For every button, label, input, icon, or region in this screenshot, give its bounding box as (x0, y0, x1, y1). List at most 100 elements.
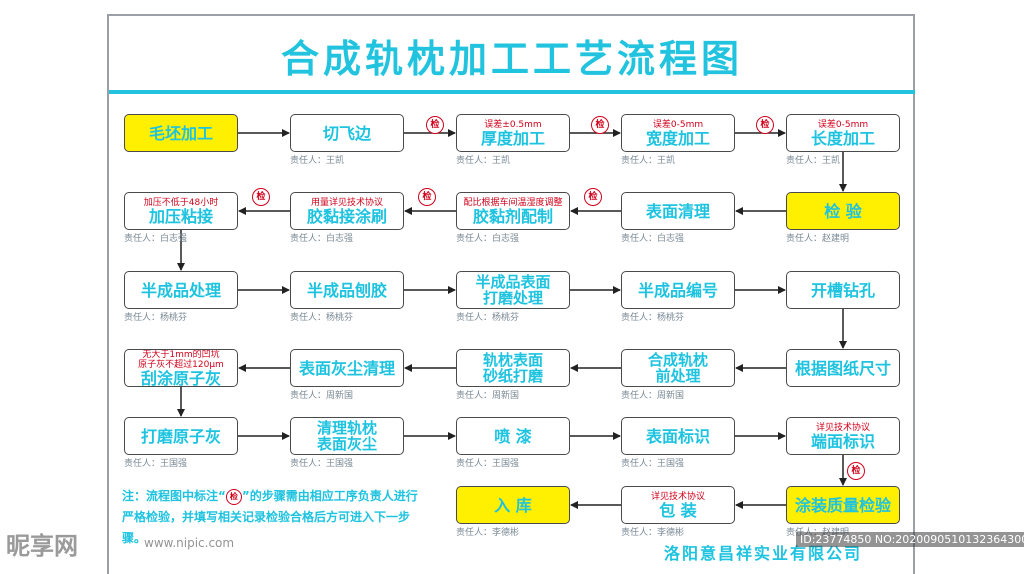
step-press-bonding: 加压不低于48小时加压粘接 (124, 192, 238, 230)
step-inspection: 检 验 (786, 192, 900, 230)
inspection-check-icon: 检 (591, 116, 609, 134)
step-packaging: 详见技术协议包 装 (621, 486, 735, 524)
step-note: 用量详见技术协议 (310, 197, 383, 208)
step-label: 砂纸打磨 (482, 367, 543, 385)
step-label: 半成品处理 (140, 280, 221, 300)
responsible-person: 责任人：白志强 (621, 234, 685, 244)
step-coating-quality-inspection: 涂装质量检验 (786, 486, 900, 524)
responsible-person: 责任人：白志强 (290, 234, 354, 244)
step-label: 轨枕表面 (482, 351, 543, 369)
watermark-logo: 昵享网 (6, 532, 78, 560)
step-label: 入 库 (494, 495, 532, 515)
step-sleeper-surface-sanding: 轨枕表面砂纸打磨 (456, 349, 570, 387)
step-label: 检 验 (824, 201, 862, 221)
inspection-check-icon: 检 (418, 188, 436, 206)
step-label: 胶黏剂配制 (472, 206, 553, 226)
step-surface-marking: 表面标识 (621, 417, 735, 455)
step-label: 包 装 (659, 500, 697, 520)
responsible-person: 责任人：王国强 (124, 459, 188, 469)
inspection-check-icon: 检 (252, 188, 270, 206)
step-note: 误差±0.5mm (484, 119, 542, 130)
responsible-person: 责任人：周新国 (290, 391, 354, 401)
flow-arrows (177, 129, 847, 509)
watermark-url: www.nipic.com (144, 536, 235, 550)
footnote-check-icon: 检 (225, 488, 242, 505)
step-label: 喷 漆 (494, 426, 532, 446)
step-label: 加压粘接 (148, 206, 213, 226)
step-label: 半成品刨胶 (306, 280, 387, 300)
step-spray-painting: 喷 漆 (456, 417, 570, 455)
responsible-person: 责任人：周新国 (621, 391, 685, 401)
responsible-person: 责任人：白志强 (456, 234, 520, 244)
step-label: 表面灰尘 (316, 435, 377, 453)
step-rough-blank-processing: 毛坯加工 (124, 114, 238, 152)
step-label: 涂装质量检验 (794, 495, 891, 515)
inspection-check-icon: 检 (584, 188, 602, 206)
responsible-person: 责任人：李德彬 (621, 528, 685, 538)
step-surface-dust-cleaning: 表面灰尘清理 (290, 349, 404, 387)
step-label: 开槽钻孔 (810, 280, 875, 300)
responsible-person: 责任人：王凯 (290, 156, 345, 166)
step-label: 打磨原子灰 (140, 426, 221, 446)
responsible-person: 责任人：李德彬 (456, 528, 520, 538)
step-note: 无大于1mm的凹坑 (142, 349, 220, 360)
step-note: 详见技术协议 (650, 491, 705, 502)
responsible-person: 责任人：王国强 (621, 459, 685, 469)
responsible-person: 责任人：杨桃芬 (456, 313, 520, 323)
step-adhesive-preparation: 配比根据车间温湿度调整胶黏剂配制 (456, 192, 570, 230)
step-trim-flash: 切飞边 (290, 114, 404, 152)
step-label: 刮涂原子灰 (140, 368, 221, 387)
step-slotting-drilling: 开槽钻孔 (786, 271, 900, 309)
responsible-person: 责任人：周新国 (456, 391, 520, 401)
step-drawing-dimensions: 根据图纸尺寸 (786, 349, 900, 387)
step-note: 配比根据车间温湿度调整 (463, 197, 563, 208)
step-label: 前处理 (655, 367, 701, 385)
responsible-person: 责任人：杨桃芬 (290, 313, 354, 323)
responsible-person: 责任人：赵建明 (786, 234, 850, 244)
step-label: 半成品表面 (475, 273, 551, 291)
title-underline (109, 90, 915, 94)
step-label: 胶黏接涂刷 (306, 206, 387, 226)
step-sleeper-surface-dust-clearing: 清理轨枕表面灰尘 (290, 417, 404, 455)
step-note: 原子灰不超过120μm (138, 359, 224, 370)
step-note: 加压不低于48小时 (143, 197, 219, 208)
step-putty-sanding: 打磨原子灰 (124, 417, 238, 455)
watermark-id: ID:23774850 NO:20200905101323643000 (796, 532, 1024, 547)
step-end-face-marking: 详见技术协议端面标识 (786, 417, 900, 455)
step-sleeper-pretreatment: 合成轨枕前处理 (621, 349, 735, 387)
diagram-title: 合成轨枕加工工艺流程图 (280, 37, 743, 81)
step-label: 毛坯加工 (148, 123, 213, 143)
responsible-person: 责任人：王国强 (290, 459, 354, 469)
responsible-person: 责任人：杨桃芬 (124, 313, 188, 323)
footnote: 注：流程图中标注“检”的步骤需由相应工序负责人进行严格检验，并填写相关记录检验合… (122, 486, 422, 549)
inspection-check-icon: 检 (847, 462, 865, 480)
footnote-suffix: ”的步骤需由相应工序负责人进行严格检验，并填写相关记录检验合格后方可进入下一步骤… (122, 489, 418, 545)
step-note: 误差0-5mm (817, 119, 869, 130)
step-label: 宽度加工 (645, 128, 710, 148)
step-note: 误差0-5mm (652, 119, 704, 130)
responsible-person: 责任人：王国强 (456, 459, 520, 469)
step-label: 清理轨枕 (316, 419, 377, 437)
footnote-prefix: 注：流程图中标注“ (122, 489, 226, 503)
company-name: 洛阳意昌祥实业有限公司 (664, 544, 863, 563)
inspection-check-icon: 检 (756, 116, 774, 134)
step-semi-product-numbering: 半成品编号 (621, 271, 735, 309)
step-label: 厚度加工 (480, 128, 545, 148)
responsible-person: 责任人：王凯 (621, 156, 676, 166)
step-surface-cleaning: 表面清理 (621, 192, 735, 230)
step-label: 切飞边 (322, 123, 371, 143)
step-label: 打磨处理 (482, 289, 543, 307)
responsible-person: 责任人：王凯 (456, 156, 511, 166)
step-semi-product-glue-planing: 半成品刨胶 (290, 271, 404, 309)
step-label: 端面标识 (810, 431, 875, 451)
step-label: 根据图纸尺寸 (794, 358, 891, 378)
step-label: 半成品编号 (637, 280, 718, 300)
step-warehousing: 入 库 (456, 486, 570, 524)
responsible-person: 责任人：王凯 (786, 156, 841, 166)
step-label: 长度加工 (810, 128, 875, 148)
step-label: 表面灰尘清理 (298, 358, 395, 378)
